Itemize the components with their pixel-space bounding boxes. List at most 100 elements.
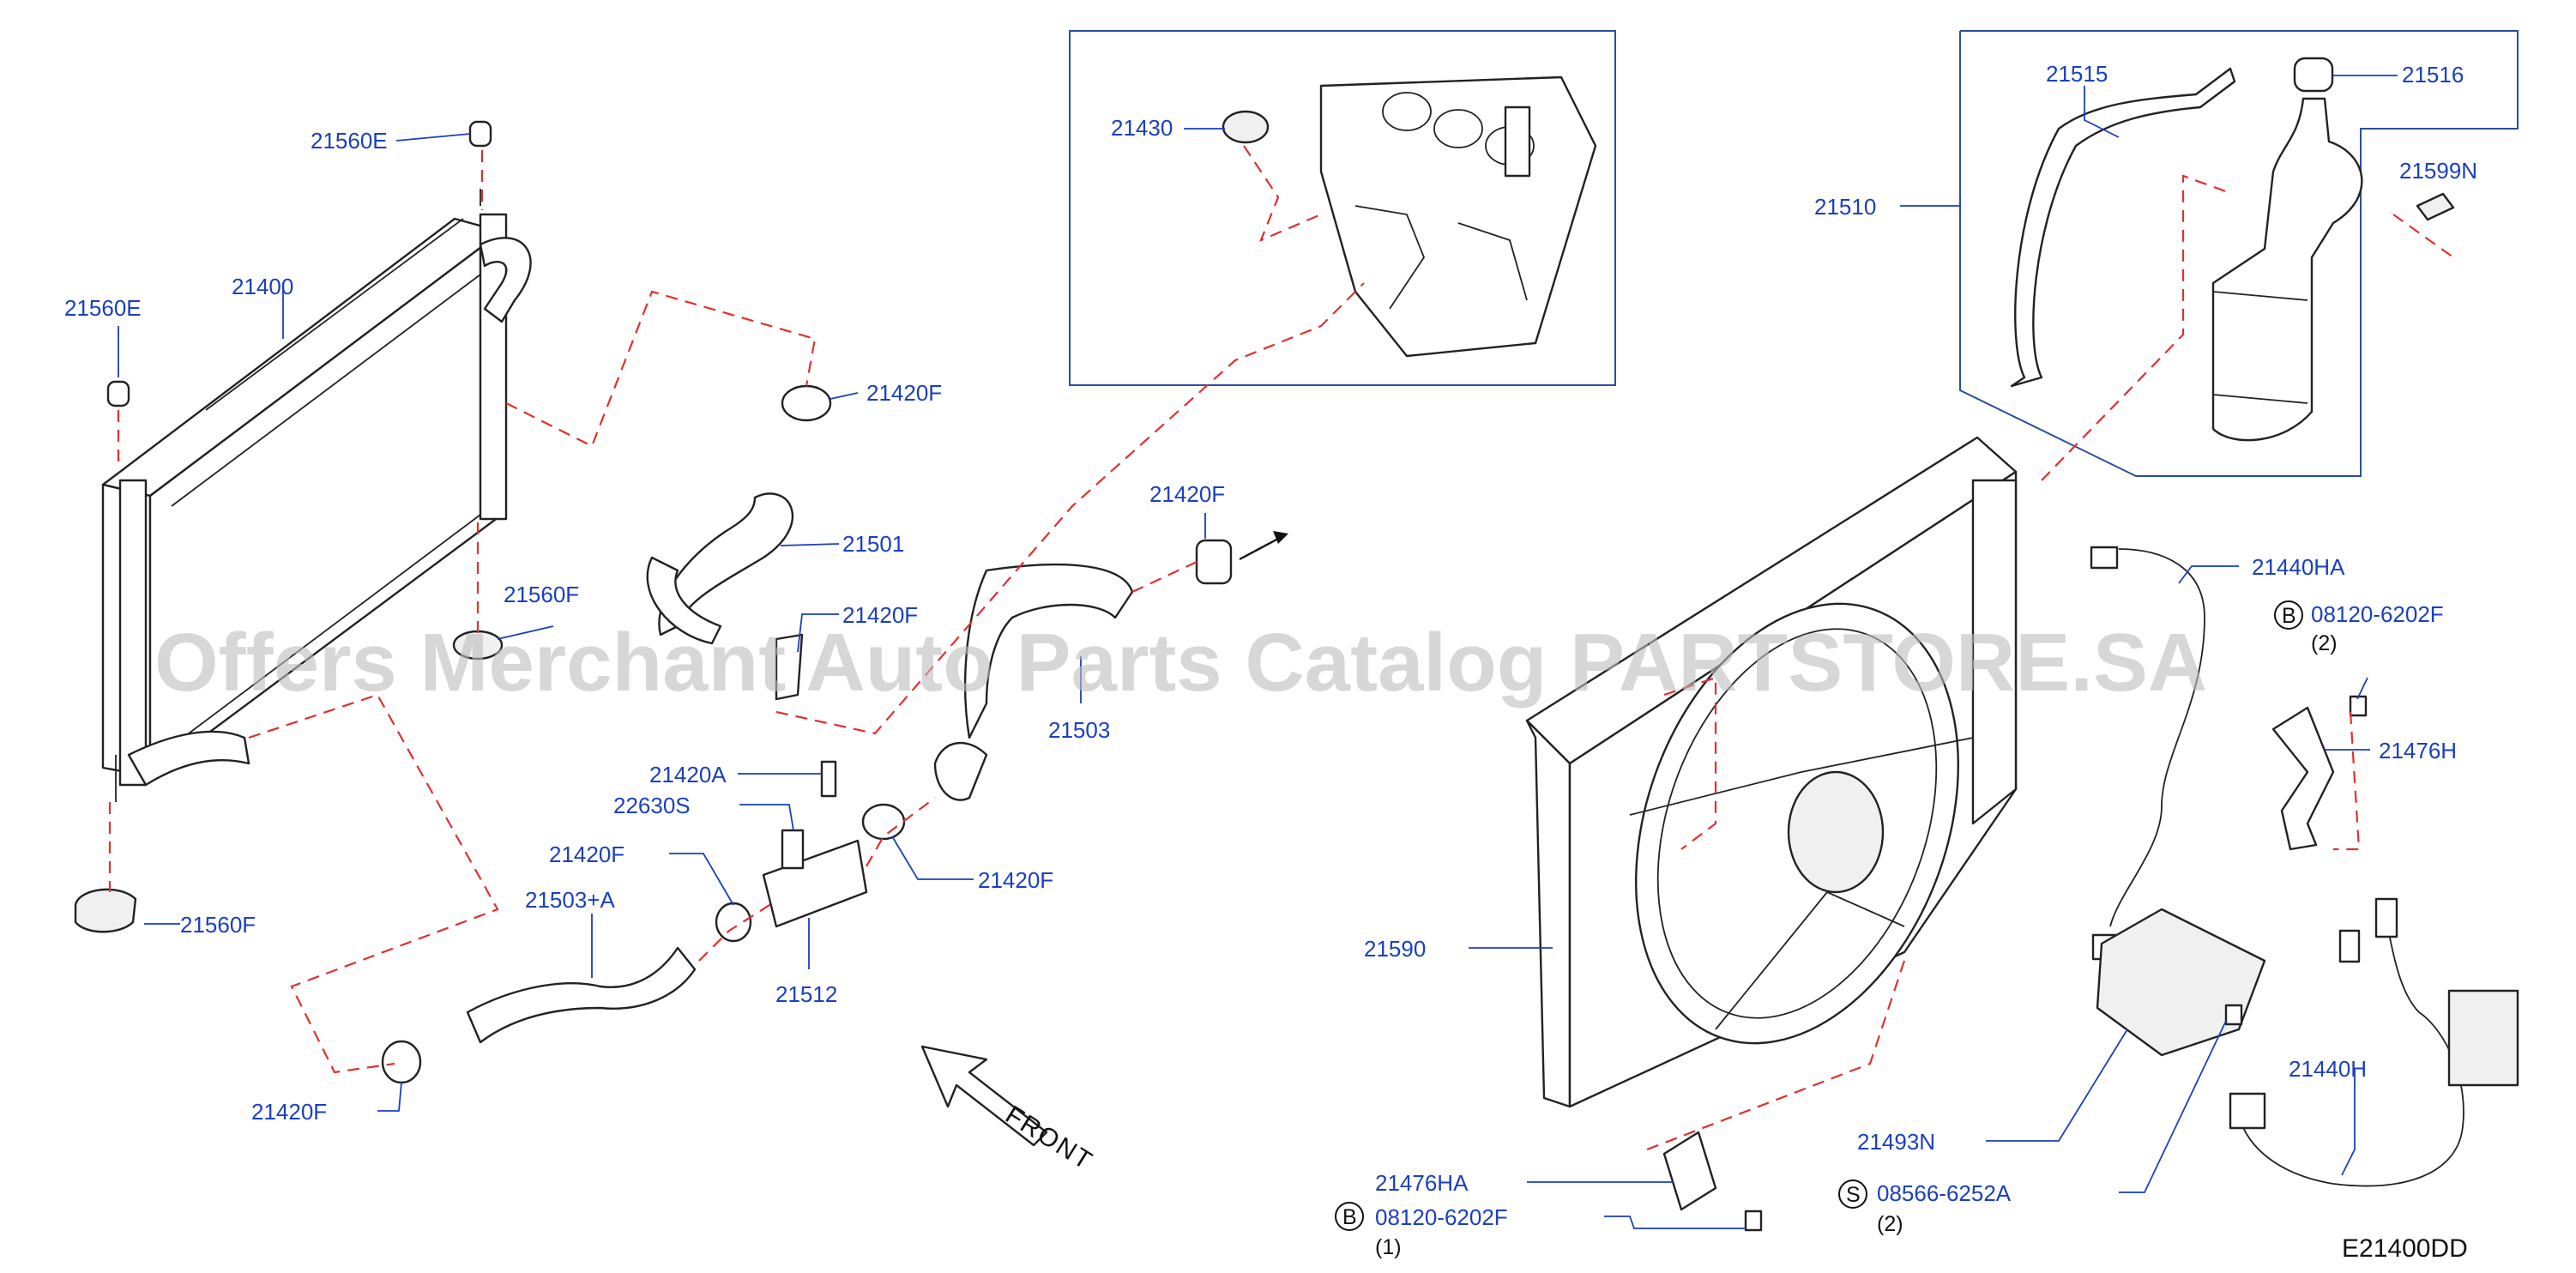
label-21420F-a: 21420F [866, 380, 942, 406]
clamp-21420F-f[interactable] [381, 1040, 422, 1084]
label-21560F-bot: 21560F [180, 912, 256, 938]
front-label: FRONT [1000, 1101, 1098, 1176]
dash-clamp-c [1131, 561, 1198, 593]
label-08120-top: 08120-6202F [2311, 601, 2444, 627]
mount-rubber-left[interactable] [106, 380, 130, 407]
dash-bracket-lower [1646, 960, 1906, 1151]
leader-21493N [1986, 1029, 2128, 1142]
harness-connector-top [2090, 546, 2119, 570]
mount-rubber-lower-left[interactable] [74, 888, 137, 933]
leader-21560F-mid [497, 625, 554, 640]
label-21420F-f: 21420F [251, 1099, 327, 1125]
label-21560E-mid: 21560E [64, 295, 142, 321]
reservoir-cap-21516[interactable] [2293, 57, 2334, 93]
screw-08566[interactable] [2224, 1004, 2243, 1026]
label-21476H: 21476H [2379, 738, 2457, 763]
clamp-21420F-d[interactable] [861, 803, 906, 841]
label-21440HA: 21440HA [2252, 554, 2345, 580]
leader-21560E-top [395, 133, 471, 142]
radiator[interactable] [101, 189, 508, 802]
label-21560F-mid: 21560F [504, 582, 579, 607]
label-21493N: 21493N [1857, 1129, 1935, 1155]
label-21503A: 21503+A [525, 887, 615, 913]
harness-connector-upper-2 [2338, 929, 2361, 963]
mount-rubber-upper[interactable] [468, 120, 492, 148]
leader-21420F-e [669, 853, 734, 906]
watermark-text: Offers Merchant Auto Parts Catalog PARTS… [154, 617, 2207, 709]
label-21400: 21400 [232, 274, 293, 299]
engine-inset-frame [1069, 30, 1616, 386]
label-21476HA: 21476HA [1375, 1170, 1469, 1196]
dash-upper-hose-route [505, 290, 817, 448]
label-21501: 21501 [842, 531, 904, 557]
label-21420F-d: 21420F [549, 842, 624, 867]
fan-harness-21440H[interactable] [2238, 908, 2464, 1187]
reservoir-tank-21510[interactable] [2211, 97, 2363, 442]
upper-hose-21501-lower[interactable] [646, 556, 722, 645]
radiator-lower-outlet [127, 730, 250, 787]
leader-21420F-f [377, 1082, 402, 1112]
label-21420F-e: 21420F [978, 867, 1053, 893]
leader-21420F-b [797, 613, 839, 653]
gasket-21430[interactable] [1222, 110, 1270, 144]
leader-21420F-d [891, 836, 974, 880]
dash-engine-route [775, 282, 1365, 735]
label-21420F-c: 21420F [1149, 481, 1225, 507]
flow-arrow-head [1273, 531, 1288, 544]
fan-controller-21493N[interactable] [2096, 908, 2266, 1057]
bracket-21476H[interactable] [2271, 706, 2335, 851]
dash-reservoir [2041, 174, 2231, 481]
leader-08566 [2119, 1020, 2227, 1193]
leader-21420F-a [830, 392, 859, 400]
qty-08120-top: (2) [2311, 631, 2338, 655]
label-21420F-b: 21420F [842, 602, 918, 628]
clamp-21420F-a[interactable] [781, 384, 832, 422]
harness-relay-box [2447, 989, 2519, 1087]
fan-harness-21440HA[interactable] [2109, 548, 2205, 927]
qty-08566: (2) [1877, 1212, 1903, 1236]
harness-connector-lower [2229, 1092, 2266, 1130]
connector-pipe-21512[interactable] [762, 839, 868, 928]
hose-21503A[interactable] [466, 946, 697, 1044]
hose-21503[interactable] [963, 563, 1134, 739]
dash-shroud-center [1663, 676, 1717, 850]
bolt-08120-upper[interactable] [2349, 695, 2368, 717]
label-08566: 08566-6252A [1877, 1180, 2012, 1206]
label-21420A: 21420A [649, 762, 727, 787]
reservoir-hose-21515[interactable] [2010, 67, 2236, 388]
diagram-code: E21400DD [2342, 1234, 2468, 1263]
leader-21501 [780, 543, 840, 546]
label-21430: 21430 [1111, 115, 1173, 141]
fan-motor [1787, 770, 1885, 894]
engine-block-illustration [1319, 75, 1597, 358]
dash-lower-hose-route [248, 693, 499, 1074]
dash-connector-right [866, 797, 936, 867]
clamp-21420F-e[interactable] [715, 902, 752, 943]
clamp-21420F-b[interactable] [775, 633, 804, 701]
label-21510: 21510 [1814, 194, 1876, 220]
bolt-21420A[interactable] [820, 760, 837, 798]
circle-b-top [2274, 600, 2303, 630]
clamp-21420F-c[interactable] [1195, 539, 1233, 585]
fan-shroud-assembly[interactable] [1525, 436, 2018, 1108]
label-21512: 21512 [775, 981, 837, 1007]
sensor-22630S[interactable] [781, 829, 805, 870]
leader-08120-bot [1604, 1216, 1746, 1229]
label-22630S: 22630S [613, 793, 691, 818]
front-direction-arrow [920, 1045, 1048, 1147]
label-08120-bot: 08120-6202F [1375, 1204, 1508, 1230]
bracket-21476HA[interactable] [1662, 1131, 1717, 1211]
label-21440H: 21440H [2289, 1056, 2367, 1082]
radiator-upper-inlet-neck [479, 237, 532, 323]
label-21503: 21503 [1048, 717, 1110, 743]
qty-08120-bot: (1) [1375, 1235, 1402, 1259]
label-21599N[interactable] [2416, 192, 2455, 221]
label-21516: 21516 [2402, 62, 2464, 87]
circle-s-bot-letter: S [1846, 1183, 1861, 1207]
hose-21503-end[interactable] [933, 742, 988, 801]
leader-08120-top [2356, 677, 2368, 700]
label-21515: 21515 [2046, 61, 2108, 87]
dash-connector-left [698, 900, 777, 962]
bolt-08120-lower[interactable] [1744, 1210, 1763, 1232]
